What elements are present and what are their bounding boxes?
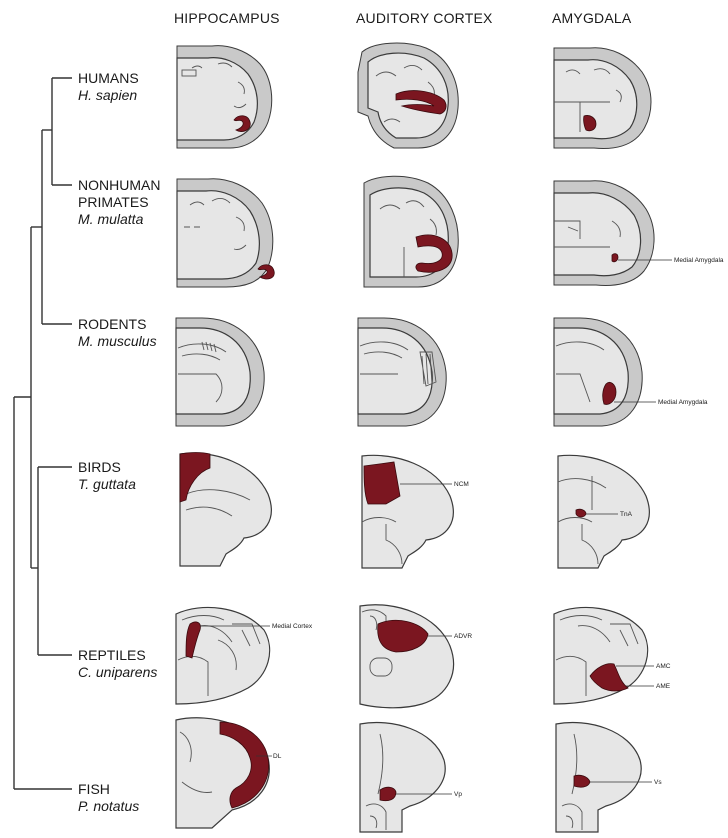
primates-amygdala-section: Medial Amygdala <box>550 175 660 290</box>
birds-hippocampus-section <box>176 450 276 570</box>
fish-amygdala-section: Vs <box>552 720 662 836</box>
taxon-common-name: FISH <box>78 781 139 798</box>
column-header-auditory-cortex: AUDITORY CORTEX <box>356 10 493 26</box>
reptiles-amygdala-section: AMC AME <box>550 600 660 710</box>
region-label-dl: DL <box>273 753 282 760</box>
region-label-advr: ADVR <box>454 633 472 640</box>
taxon-common-name: BIRDS <box>78 459 136 476</box>
region-label-ncm: NCM <box>454 481 469 488</box>
region-label-tna: TnA <box>620 511 633 518</box>
region-label-vs: Vs <box>654 779 662 786</box>
rodents-auditory-cortex-section <box>354 312 454 432</box>
region-label-vp: Vp <box>454 791 462 798</box>
fish-hippocampus-section: DL <box>172 712 282 834</box>
primates-hippocampus-section <box>172 175 282 290</box>
taxon-reptiles: REPTILES C. uniparens <box>78 647 157 681</box>
region-label-medial-cortex: Medial Cortex <box>272 623 313 630</box>
region-label-medial-amygdala: Medial Amygdala <box>674 257 724 264</box>
birds-auditory-cortex-section: NCM <box>356 452 466 570</box>
taxon-fish: FISH P. notatus <box>78 781 139 815</box>
taxon-common-name: HUMANS <box>78 70 139 87</box>
column-header-hippocampus: HIPPOCAMPUS <box>174 10 280 26</box>
taxon-species-name: P. notatus <box>78 798 139 815</box>
taxon-species-name: T. guttata <box>78 476 136 493</box>
fish-auditory-cortex-section: Vp <box>356 720 466 836</box>
taxon-species-name: C. uniparens <box>78 664 157 681</box>
taxon-species-name: H. sapien <box>78 87 139 104</box>
rodents-hippocampus-section <box>172 312 272 432</box>
taxon-humans: HUMANS H. sapien <box>78 70 139 104</box>
humans-amygdala-section <box>550 42 660 152</box>
region-label-ame: AME <box>656 683 671 690</box>
taxon-common-name: NONHUMAN <box>78 177 160 194</box>
reptiles-auditory-cortex-section: ADVR <box>356 600 466 710</box>
taxon-species-name: M. mulatta <box>78 211 160 228</box>
humans-auditory-cortex-section <box>354 42 464 152</box>
taxon-common-name-line2: PRIMATES <box>78 194 160 211</box>
birds-amygdala-section: TnA <box>552 452 662 570</box>
rodents-amygdala-section: Medial Amygdala <box>550 312 660 432</box>
taxon-rodents: RODENTS M. musculus <box>78 316 157 350</box>
taxon-common-name: RODENTS <box>78 316 157 333</box>
region-label-amc: AMC <box>656 663 671 670</box>
region-label-medial-amygdala: Medial Amygdala <box>658 399 708 406</box>
taxon-nonhuman-primates: NONHUMAN PRIMATES M. mulatta <box>78 177 160 228</box>
taxon-species-name: M. musculus <box>78 333 157 350</box>
reptiles-hippocampus-section: Medial Cortex <box>172 600 282 710</box>
taxon-common-name: REPTILES <box>78 647 157 664</box>
humans-hippocampus-section <box>172 42 282 152</box>
phylogenetic-tree <box>0 0 80 838</box>
column-header-amygdala: AMYGDALA <box>552 10 631 26</box>
taxon-birds: BIRDS T. guttata <box>78 459 136 493</box>
primates-auditory-cortex-section <box>354 175 464 290</box>
